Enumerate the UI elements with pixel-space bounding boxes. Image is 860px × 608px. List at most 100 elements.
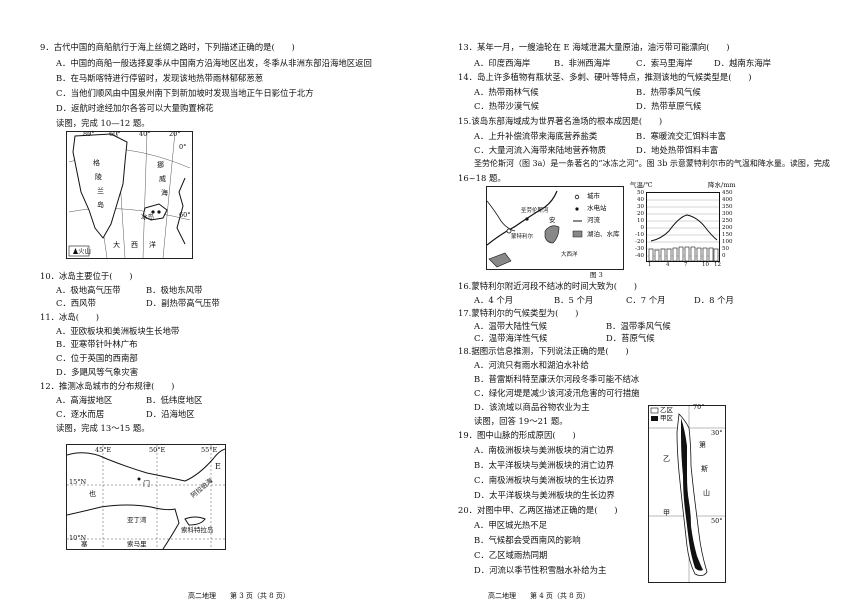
temp-tick: 10: [637, 218, 644, 224]
map1-label-nuo: 挪: [157, 161, 164, 169]
temp-tick: 20: [637, 211, 644, 217]
map2-lat-15n: 15°N: [69, 478, 87, 486]
map3-legend-hydropower: 水电站: [587, 204, 607, 212]
q12-stem: 12．推测冰岛城市的分布规律( ): [40, 381, 175, 391]
map1-lon-0: 0°: [179, 143, 187, 151]
q18-option-d: D．该流域以商品谷物农业为主: [474, 402, 590, 412]
prec-tick: 100: [722, 239, 733, 245]
q10-option-c: C．西风带: [56, 298, 96, 308]
map2-lat-10n: 10°N: [69, 534, 87, 542]
prec-tick: 350: [722, 204, 733, 210]
map1-lon-60: 60°: [109, 130, 121, 138]
q18-stem: 18.据图示信息推测，下列说法正确的是( ): [458, 346, 629, 356]
left-footer: 高二地理 第 3 页（共 8 页）: [188, 592, 290, 600]
map4-label-yi: 乙: [663, 455, 670, 463]
q15-option-d: D．地处热带饵料丰富: [636, 145, 719, 155]
q12-option-b: B．低纬度地区: [146, 395, 203, 405]
prec-tick: 400: [722, 197, 733, 203]
map1-label-da: 大: [113, 241, 120, 249]
map2-label-somalia: 索马里: [127, 540, 147, 548]
montreal-climate-chart: 气温/℃ 降水/mm: [628, 182, 746, 274]
q16-option-d: D．8 个月: [694, 295, 734, 305]
prec-tick: 300: [722, 211, 733, 217]
temp-tick: 0: [640, 225, 645, 231]
q12-option-d: D．沿海地区: [146, 409, 195, 419]
temp-tick: -10: [635, 232, 644, 238]
q13-option-b: B．非洲西海岸: [554, 58, 611, 68]
q10-option-d: D．副热带高气压带: [146, 298, 220, 308]
map4-legend-jia: 甲区: [660, 414, 673, 422]
map1-label-xi: 西: [131, 241, 138, 249]
month-tick: 10: [702, 262, 709, 268]
climate-prec-ticks: 450 400 350 300 250 200 150 100 50 0: [722, 190, 742, 260]
map2-label-e: E: [215, 462, 221, 471]
st-lawrence-map-graphic: [486, 190, 583, 268]
prec-tick: 150: [722, 232, 733, 238]
climate-plot-area: [646, 192, 720, 262]
map4-lon-70: 70°: [693, 403, 705, 411]
q19-stem: 19．图中山脉的形成原因( ): [458, 430, 576, 440]
q10-option-a: A．极地高气压带: [56, 285, 121, 295]
q17-option-a: A．温带大陆性气候: [474, 321, 548, 331]
intro-19-21: 读图，回答 19～21 题。: [474, 416, 568, 426]
q13-stem: 13．某年一月，一艘油轮在 E 海域泄漏大量原油，油污带可能漂向( ): [458, 42, 730, 52]
climate-plot-graphic: [647, 199, 719, 262]
month-tick: 12: [714, 262, 721, 268]
q19-option-b: B．太平洋板块与美洲板块的消亡边界: [474, 460, 615, 470]
map2-label-socotra: 索科特拉岛: [181, 526, 214, 534]
map2-label-gulf-of-aden: 亚丁湾: [127, 516, 147, 524]
map3-legend-river: 河流: [587, 216, 600, 224]
q11-option-b: B．亚寒带针叶林广布: [56, 339, 138, 349]
gulf-of-aden-map-graphic: [66, 445, 226, 550]
gulf-of-aden-map: 45°E 50°E 55°E 15°N 10°N E 也 门 阿拉伯海 亚丁湾 …: [66, 444, 226, 550]
q19-option-d: D．太平洋板块与美洲板块的生长边界: [474, 490, 615, 500]
q13-option-d: D．越南东海岸: [714, 58, 771, 68]
q15-option-a: A．上升补偿流带来海底营养盐类: [474, 131, 598, 141]
q19-option-c: C．南极洲板块与美洲板块的生长边界: [474, 475, 615, 485]
q16-option-c: C．7 个月: [626, 295, 666, 305]
map1-label-hai: 海: [161, 189, 168, 197]
map4-label-shan: 山: [703, 489, 710, 497]
q14-stem: 14．岛上许多植物有瓶状茎、多刺、硬叶等特点，推测该地的气候类型是( ): [458, 72, 752, 82]
q13-option-c: C．索马里海岸: [636, 58, 693, 68]
map1-label-iceland: 冰岛: [141, 213, 154, 221]
q16-option-a: A．4 个月: [474, 295, 514, 305]
map1-label-ling: 陵: [95, 173, 102, 181]
climate-temp-ticks: 50 40 30 20 10 0 -10 -20 -30 -40: [628, 190, 644, 260]
month-tick: 7: [684, 262, 688, 268]
q15-option-c: C．大量河流入海带来陆地营养物质: [474, 145, 607, 155]
climate-ylabel-prec: 降水/mm: [708, 181, 736, 189]
q11-option-a: A．亚欧板块和美洲板块生长地带: [56, 326, 180, 336]
prec-tick: 50: [722, 246, 729, 252]
q20-stem: 20．对图中甲、乙两区描述正确的是( ): [458, 505, 618, 515]
map1-legend-volcano: 火山: [78, 247, 91, 255]
q17-option-d: D．苔原气候: [606, 333, 655, 343]
month-tick: 4: [666, 262, 670, 268]
q12-option-a: A．高海拔地区: [56, 395, 113, 405]
q20-option-b: B．气候都会受西南风的影响: [474, 535, 581, 545]
q9-option-c: C．当他们顺风由中国泉州南下到新加坡时发现当地正午日影位于北方: [56, 88, 314, 98]
map4-label-di: 第: [699, 441, 706, 449]
andes-map: 乙区 甲区 70° 30° 50° 乙 甲 第 斯 山: [648, 403, 726, 583]
map3-label-an: 安: [549, 216, 556, 224]
temp-tick: -20: [635, 239, 644, 245]
q15-option-b: B．寒暖流交汇饵料丰富: [636, 131, 726, 141]
temp-tick: 40: [637, 197, 644, 203]
prec-tick: 450: [722, 190, 733, 196]
q11-option-d: D．多飓风等气象灾害: [56, 367, 139, 377]
q20-option-c: C．乙区域雨热同期: [474, 550, 548, 560]
map1-label-wei: 威: [159, 175, 166, 183]
intro-13-15: 读图，完成 13～15 题。: [56, 423, 150, 433]
q11-option-c: C．位于英国的西南部: [56, 353, 138, 363]
map3-label-atlantic: 大西洋: [561, 252, 578, 258]
month-tick: 1: [648, 262, 652, 268]
map1-lon-20: 20°: [169, 130, 181, 138]
map2-label-ye: 也: [89, 490, 96, 498]
temp-tick: 30: [637, 204, 644, 210]
climate-ylabel-temp: 气温/℃: [630, 181, 653, 189]
q15-stem: 15.该岛东部海域成为世界著名渔场的根本成因是( ): [458, 116, 663, 126]
map4-lat-30: 30°: [711, 429, 723, 437]
figure-3-caption: 图 3: [590, 271, 603, 279]
intro-16-18-line1: 圣劳伦斯河（图 3a）是一条著名的“冰冻之河”。图 3b 示意蒙特利尔市的气温和…: [474, 159, 830, 168]
q12-option-c: C．逐水而居: [56, 409, 105, 419]
